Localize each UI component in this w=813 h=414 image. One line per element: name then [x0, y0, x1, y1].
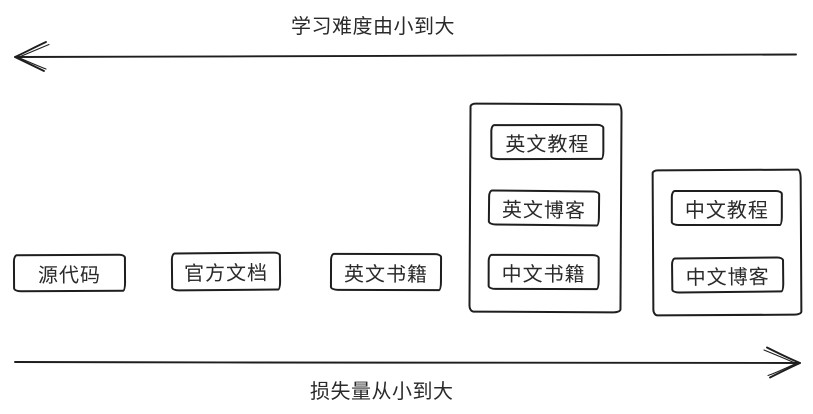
- box-label: 源代码: [37, 264, 102, 287]
- left-arrow-icon: [14, 41, 797, 72]
- box-english-blogs: 英文博客: [487, 189, 601, 227]
- box-source-code: 源代码: [12, 253, 127, 293]
- box-english-tutorials: 英文教程: [490, 123, 605, 161]
- box-label: 官方文档: [183, 262, 269, 286]
- box-label: 中文教程: [684, 199, 769, 222]
- group-english-resources: 英文教程 英文博客 中文书籍: [468, 102, 623, 314]
- box-label: 英文书籍: [343, 263, 429, 286]
- box-label: 英文教程: [505, 133, 590, 156]
- box-label: 中文书籍: [501, 263, 586, 286]
- top-axis-label: 学习难度由小到大: [291, 16, 455, 38]
- box-chinese-blogs: 中文博客: [670, 256, 785, 294]
- box-official-docs: 官方文档: [170, 251, 282, 292]
- box-label: 中文博客: [685, 266, 770, 289]
- box-label: 英文博客: [501, 199, 587, 222]
- box-english-books: 英文书籍: [329, 252, 443, 292]
- box-chinese-books: 中文书籍: [487, 253, 600, 291]
- box-chinese-tutorials: 中文教程: [670, 190, 783, 227]
- group-chinese-resources: 中文教程 中文博客: [651, 168, 803, 317]
- bottom-axis-label: 损失量从小到大: [310, 381, 454, 403]
